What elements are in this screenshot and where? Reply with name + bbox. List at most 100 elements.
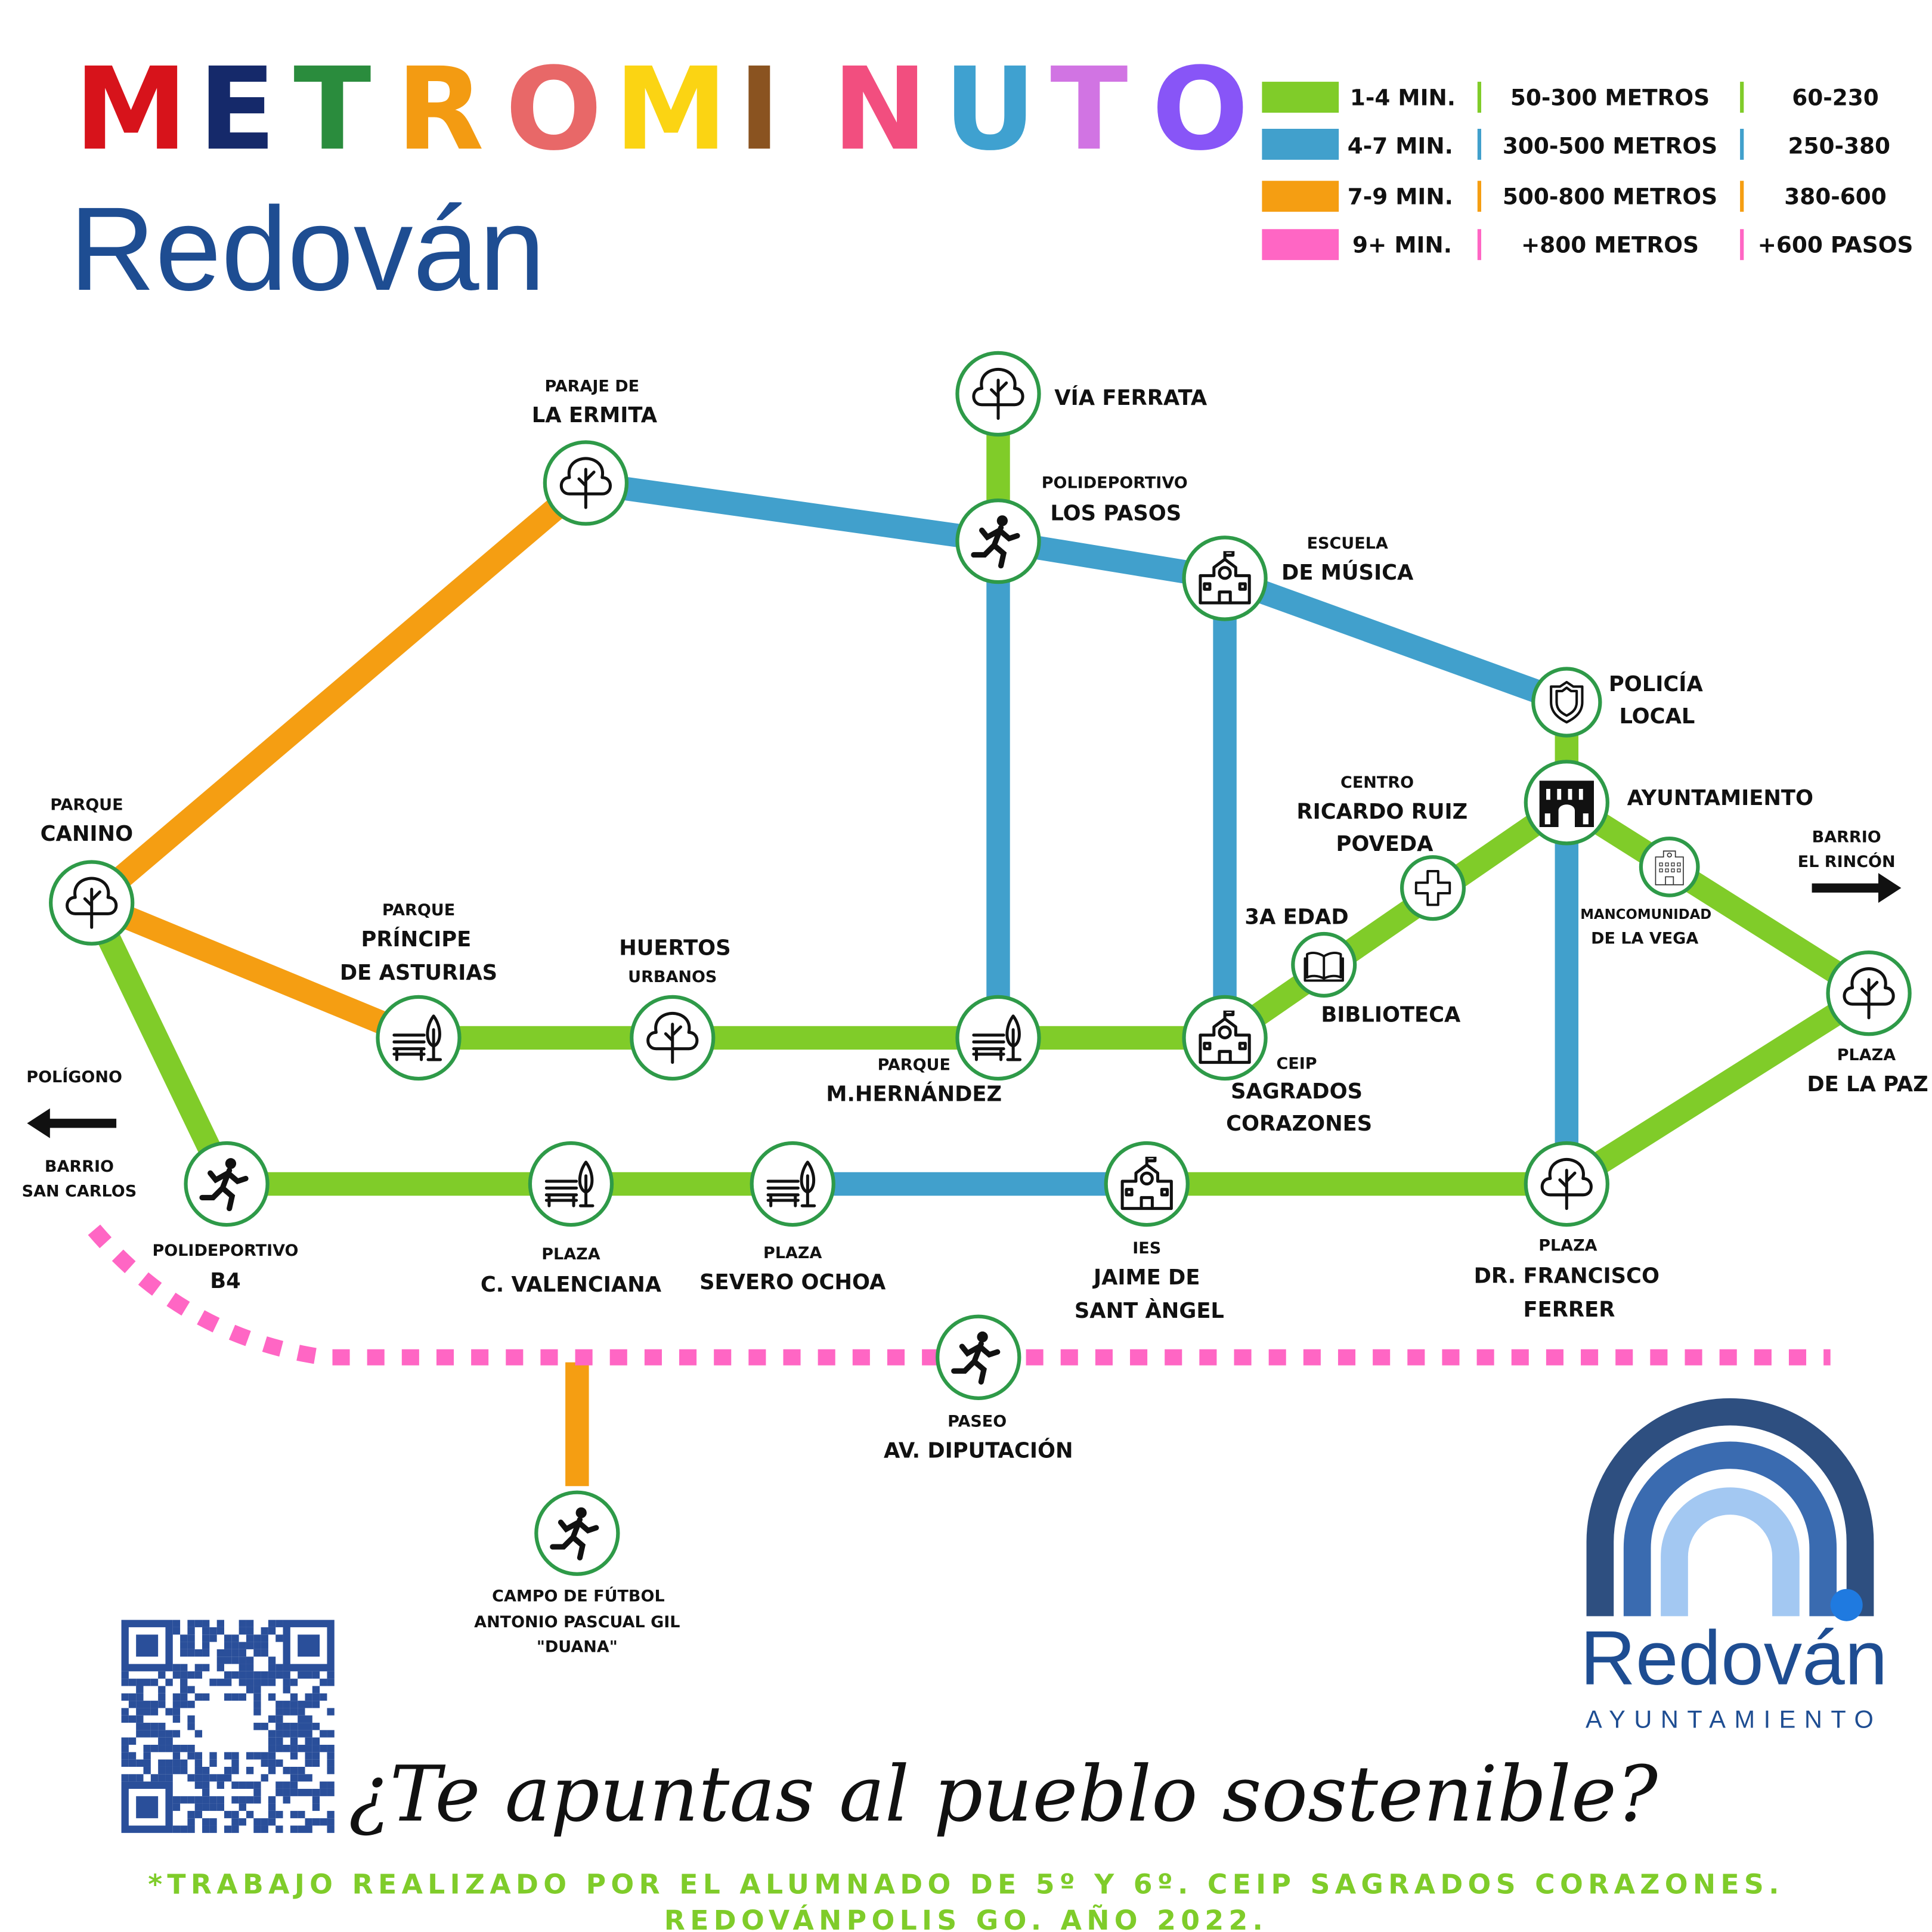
qr-module — [246, 1781, 254, 1789]
station-label: AV. DIPUTACIÓN — [884, 1438, 1073, 1463]
qr-module — [239, 1620, 246, 1627]
legend-time: 1-4 MIN. — [1350, 85, 1456, 111]
qr-code[interactable] — [121, 1620, 335, 1833]
station-valenciana[interactable] — [528, 1141, 614, 1227]
slogan: ¿Te apuntas al pueblo sostenible? — [349, 1750, 1658, 1839]
qr-module — [320, 1730, 327, 1738]
qr-module — [290, 1774, 298, 1782]
qr-module — [165, 1737, 173, 1745]
route-blue — [584, 471, 1000, 553]
qr-module — [305, 1825, 312, 1833]
station-centro[interactable] — [1400, 855, 1466, 921]
station-label: SAGRADOS — [1231, 1079, 1363, 1104]
qr-module — [253, 1708, 261, 1716]
legend-distance: 500-800 METROS — [1503, 184, 1717, 210]
qr-module — [202, 1620, 210, 1627]
station-campo[interactable] — [534, 1490, 620, 1576]
qr-module — [268, 1766, 276, 1775]
qr-module — [172, 1708, 181, 1716]
qr-module — [246, 1627, 254, 1635]
qr-module — [224, 1810, 232, 1819]
station-policia[interactable] — [1531, 667, 1602, 738]
arrow-left-icon — [27, 1108, 117, 1138]
station-diputacion[interactable] — [936, 1314, 1021, 1400]
qr-module — [180, 1664, 188, 1671]
station-label: CORAZONES — [1226, 1111, 1372, 1136]
qr-module — [239, 1693, 246, 1701]
station-ermita[interactable] — [543, 440, 629, 526]
qr-module — [268, 1715, 276, 1723]
qr-module — [187, 1634, 195, 1642]
qr-module — [121, 1737, 129, 1745]
station-label: C. VALENCIANA — [481, 1272, 662, 1297]
qr-module — [239, 1649, 246, 1657]
qr-module — [121, 1679, 129, 1686]
qr-module — [172, 1825, 181, 1833]
qr-module — [312, 1737, 320, 1745]
station-biblioteca[interactable] — [1291, 931, 1357, 998]
qr-module — [187, 1649, 195, 1657]
direction-label: POLÍGONO — [26, 1067, 122, 1086]
qr-module — [172, 1664, 181, 1671]
qr-module — [327, 1766, 335, 1775]
station-ies[interactable] — [1104, 1141, 1190, 1227]
station-mhernandez[interactable] — [955, 995, 1041, 1081]
qr-module — [290, 1788, 298, 1797]
station-ochoa[interactable] — [750, 1141, 835, 1227]
qr-module — [194, 1774, 203, 1782]
direction-label: BARRIO — [1812, 828, 1881, 846]
station-ferrer[interactable] — [1524, 1141, 1609, 1227]
qr-module — [312, 1796, 320, 1804]
qr-module — [246, 1642, 254, 1649]
station-lospasos[interactable] — [955, 498, 1041, 584]
qr-module — [209, 1679, 217, 1686]
legend-time: 9+ MIN. — [1352, 232, 1452, 258]
qr-module — [121, 1693, 129, 1701]
qr-module — [202, 1774, 210, 1782]
qr-module — [202, 1781, 210, 1789]
station-mancomunidad[interactable] — [1639, 836, 1700, 897]
qr-module — [194, 1752, 203, 1760]
qr-module — [312, 1788, 320, 1797]
legend-steps: 60-230 — [1792, 85, 1879, 111]
qr-module — [158, 1701, 166, 1708]
qr-module — [187, 1774, 195, 1782]
station-paz[interactable] — [1826, 950, 1912, 1036]
station-label: VÍA FERRATA — [1054, 385, 1208, 410]
qr-module — [312, 1818, 320, 1826]
qr-module — [261, 1634, 268, 1642]
qr-module — [283, 1708, 290, 1716]
qr-module — [268, 1810, 276, 1819]
legend-swatch — [1262, 181, 1339, 212]
qr-module — [327, 1679, 335, 1686]
title-letter: O — [1152, 44, 1249, 176]
station-b4[interactable] — [184, 1141, 270, 1227]
credit-line: *TRABAJO REALIZADO POR EL ALUMNADO DE 5º… — [148, 1869, 1784, 1900]
qr-module — [180, 1766, 188, 1775]
qr-module — [290, 1810, 298, 1819]
station-musica[interactable] — [1182, 535, 1268, 621]
qr-module — [187, 1796, 195, 1804]
qr-module — [165, 1745, 173, 1753]
qr-module — [224, 1634, 232, 1642]
station-principe[interactable] — [376, 995, 462, 1081]
qr-module — [194, 1810, 203, 1819]
station-huertos[interactable] — [630, 995, 716, 1081]
qr-module — [298, 1825, 305, 1833]
title-letter: M — [614, 44, 727, 176]
qr-module — [305, 1745, 312, 1753]
qr-module — [143, 1759, 151, 1767]
title-letter: N — [832, 44, 928, 176]
qr-module — [187, 1627, 195, 1635]
station-canino[interactable] — [49, 860, 135, 946]
station-label: ESCUELA — [1307, 534, 1388, 553]
station-ferrata[interactable] — [955, 351, 1041, 437]
station-ceip[interactable] — [1182, 995, 1268, 1081]
qr-module — [290, 1745, 298, 1753]
qr-module — [298, 1708, 305, 1716]
qr-module — [268, 1803, 276, 1811]
qr-module — [165, 1679, 173, 1686]
direction-poligono: POLÍGONO BARRIO SAN CARLOS — [22, 1067, 137, 1200]
station-ayuntamiento[interactable] — [1524, 760, 1609, 846]
station-labels: PARAJE DE LA ERMITA VÍA FERRATA POLIDEPO… — [41, 377, 1928, 1656]
